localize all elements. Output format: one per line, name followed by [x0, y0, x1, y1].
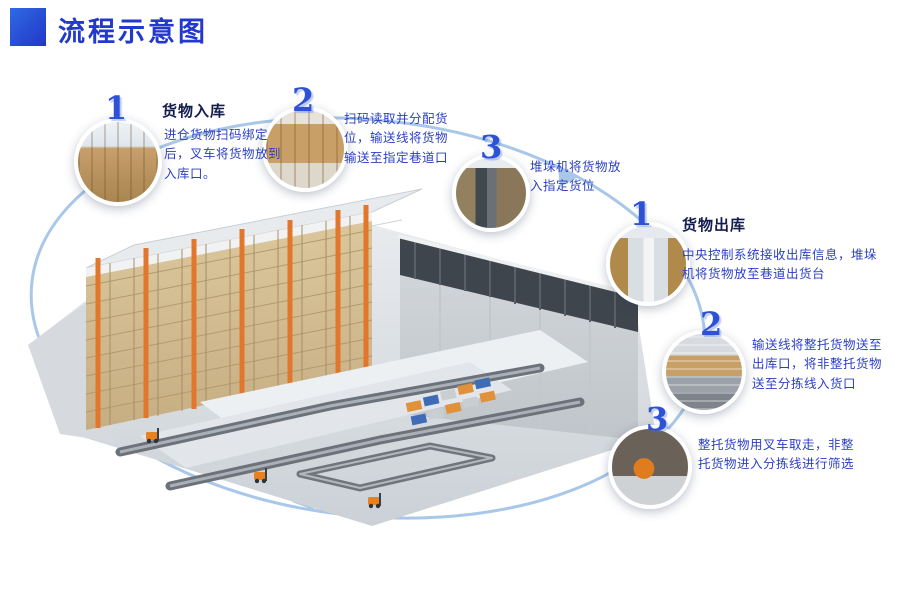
rack-shelf-lines — [85, 229, 373, 413]
page-title: 流程示意图 — [58, 17, 208, 47]
inbound-step-1-number: 1 — [105, 89, 128, 127]
outbound-step-2-text: 输送线将整托货物送至出库口，将非整托货物送至分拣线入货口 — [752, 338, 883, 391]
warehouse-illustration — [28, 188, 656, 526]
conveyor-lines — [115, 363, 585, 492]
building-wall — [400, 238, 638, 440]
rack-uprights — [109, 216, 351, 425]
inbound-racks-photo — [74, 118, 162, 206]
outbound-section-label: 货物出库 — [682, 217, 747, 234]
warehouse-ground — [28, 214, 656, 526]
inbound-step-1-text: 进仓货物扫码绑定后，叉车将货物放到入库口。 — [164, 128, 282, 181]
forklift-icon — [146, 428, 159, 444]
outbound-aisle-photo — [606, 222, 690, 306]
inbound-step-3-number: 3 — [480, 128, 503, 166]
inbound-step-2-text: 扫码读取并分配货位，输送线将货物输送至指定巷道口 — [344, 112, 449, 165]
forklift-icon — [254, 468, 267, 484]
outbound-step-1-text: 中央控制系统接收出库信息，堆垛机将货物放至巷道出货台 — [682, 248, 878, 282]
forklift-icon — [368, 493, 381, 509]
roof-edge — [397, 234, 641, 298]
inbound-step-2-number: 2 — [292, 81, 315, 119]
rack-front-face — [86, 212, 372, 430]
flow-arrow-icon — [292, 494, 314, 510]
concrete-wall — [28, 300, 114, 442]
outbound-step-1-number: 1 — [630, 195, 653, 233]
wall-dark-band — [400, 238, 638, 332]
inbound-step-3-text: 堆垛机将货物放入指定货位 — [530, 160, 622, 194]
mezzanine-platform — [200, 330, 588, 440]
outbound-step-3-number: 3 — [646, 400, 669, 438]
wall-panel-stripes — [439, 285, 591, 435]
floor-walkway — [140, 362, 512, 468]
outbound-step-3-text: 整托货物用叉车取走，非整托货物进入分拣线进行筛选 — [698, 438, 855, 472]
title-accent-block — [10, 8, 46, 46]
inbound-section-label: 货物入库 — [162, 103, 227, 120]
wall-band-stripes — [414, 242, 616, 328]
pallet-racks — [405, 377, 496, 426]
rack-orange-posts — [95, 205, 369, 428]
outbound-step-2-number: 2 — [700, 305, 723, 343]
